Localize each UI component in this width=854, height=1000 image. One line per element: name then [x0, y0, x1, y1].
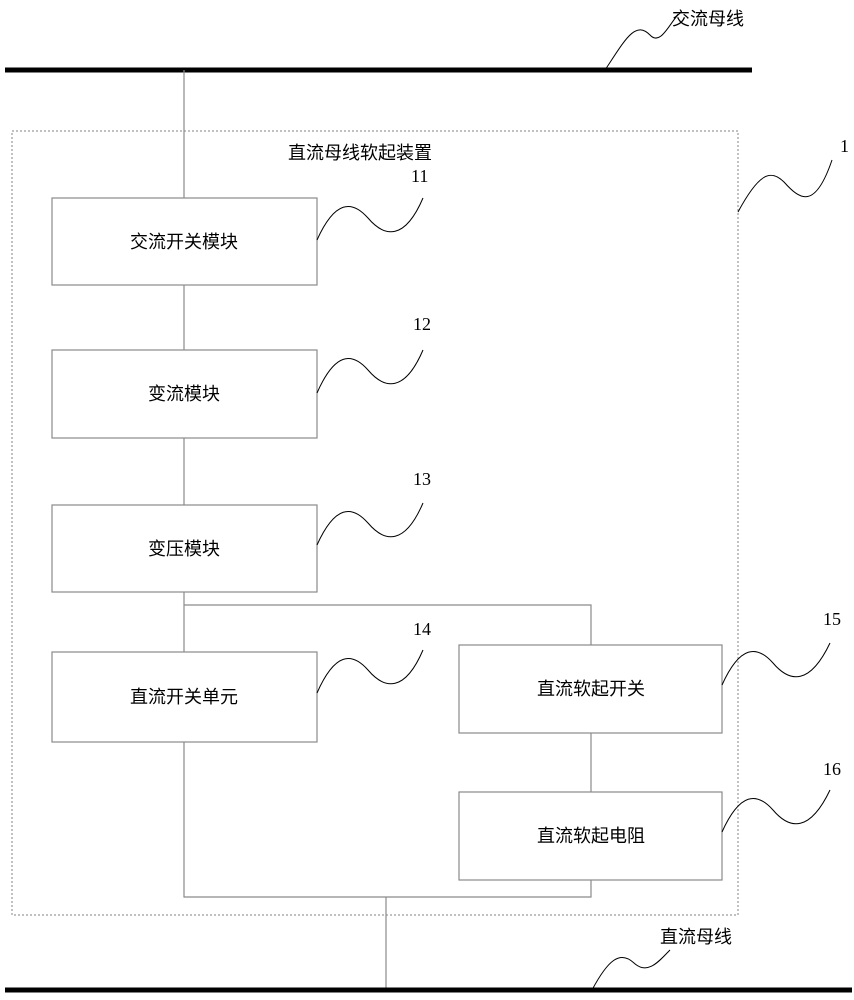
- dc-switch-unit-leader: [316, 649, 424, 694]
- dc-switch-unit-ref: 14: [413, 619, 431, 639]
- ac-switch-module-leader: [316, 197, 424, 241]
- converter-module-label: 变流模块: [148, 384, 220, 405]
- ac-switch-module: [51, 197, 318, 286]
- converter-module-ref: 12: [413, 314, 431, 334]
- ac-bus-leader: [604, 11, 683, 71]
- dc-soft-start-resistor-ref: 16: [823, 759, 841, 779]
- transformer-module-ref: 13: [413, 469, 431, 489]
- wire-branch-to-softswitch: [184, 604, 592, 645]
- device-ref-label: 1: [840, 136, 849, 156]
- device-ref-leader: [737, 159, 833, 213]
- transformer-module: [51, 504, 318, 593]
- dc-switch-unit-label: 直流开关单元: [130, 687, 238, 708]
- converter-module-leader: [316, 349, 424, 394]
- ac-bus-label: 交流母线: [672, 9, 744, 30]
- dc-soft-start-resistor: [458, 791, 723, 881]
- dc-switch-unit: [51, 651, 318, 743]
- dc-soft-start-resistor-leader: [721, 789, 831, 833]
- dc-soft-start-switch-label: 直流软起开关: [537, 679, 645, 700]
- transformer-module-leader: [316, 502, 424, 546]
- device-title: 直流母线软起装置: [288, 143, 432, 164]
- dc-bus-leader: [591, 949, 671, 991]
- ac-switch-module-ref: 11: [411, 166, 428, 186]
- device-boundary: [11, 130, 739, 916]
- dc-soft-start-switch: [458, 644, 723, 734]
- dc-soft-start-switch-leader: [721, 642, 831, 686]
- dc-soft-start-switch-ref: 15: [823, 609, 841, 629]
- ac-switch-module-label: 交流开关模块: [130, 232, 238, 253]
- converter-module: [51, 349, 318, 439]
- dc-soft-start-resistor-label: 直流软起电阻: [537, 826, 645, 847]
- transformer-module-label: 变压模块: [148, 539, 220, 560]
- dc-bus-label: 直流母线: [660, 927, 732, 948]
- wire-dcswitch-to-join: [183, 742, 592, 898]
